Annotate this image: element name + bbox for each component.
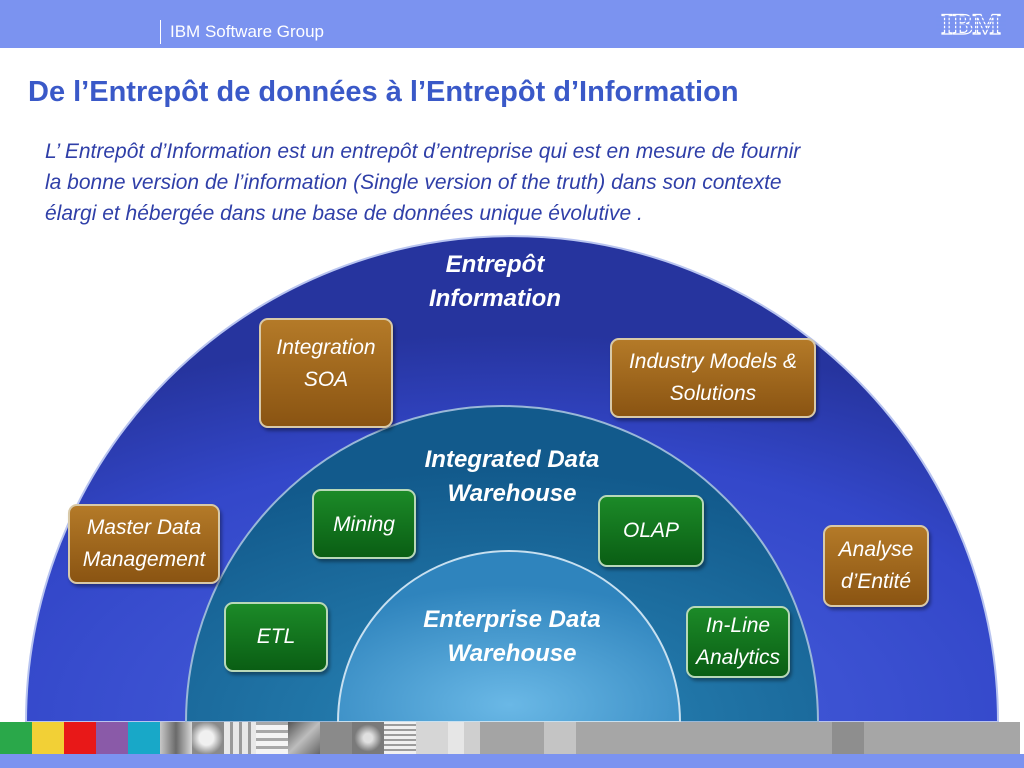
footer-swatch-gray-7 xyxy=(864,722,1020,754)
olap-box[interactable]: OLAP xyxy=(598,495,704,567)
industry-models-line-1: Industry Models & xyxy=(628,350,798,373)
logo-stripes xyxy=(936,16,1006,30)
inner-ring-label: Enterprise Data Warehouse xyxy=(402,603,622,671)
inline-analytics-line-1: In-Line xyxy=(705,614,771,637)
master-data-line-1: Master Data xyxy=(86,516,202,539)
header-bar xyxy=(0,0,1024,48)
outer-ring-label-line-1: Entrepôt xyxy=(445,251,545,278)
ibm-logo: IBM xyxy=(936,8,1006,40)
middle-ring-label-line-1: Integrated Data xyxy=(424,446,600,473)
footer-swatch-purple xyxy=(96,722,128,754)
inline-analytics-line-2: Analytics xyxy=(695,646,781,669)
footer-swatch-yellow xyxy=(32,722,64,754)
footer-swatch-photo-4 xyxy=(256,722,288,754)
footer-swatch-photo-5 xyxy=(288,722,320,754)
outer-ring-label-line-2: Information xyxy=(429,285,561,312)
intro-line-3: élargi et hébergée dans une base de donn… xyxy=(45,202,643,225)
outer-ring-label: Entrepôt Information xyxy=(395,248,595,316)
integration-soa-line-1: Integration xyxy=(276,336,376,359)
industry-models-box[interactable]: Industry Models & Solutions xyxy=(610,338,816,418)
header-separator xyxy=(160,20,161,44)
page-title: De l’Entrepôt de données à l’Entrepôt d’… xyxy=(28,76,739,108)
intro-line-1: L’ Entrepôt d’Information est un entrepô… xyxy=(45,140,801,163)
footer-swatch-red xyxy=(64,722,96,754)
ibm-logo-text: IBM xyxy=(941,8,1001,40)
olap-label: OLAP xyxy=(622,519,680,542)
analyse-entite-box[interactable]: Analyse d’Entité xyxy=(823,525,929,607)
inner-ring-label-line-1: Enterprise Data xyxy=(423,606,601,633)
bottom-bar xyxy=(0,754,1024,768)
master-data-line-2: Management xyxy=(82,548,206,571)
mining-label: Mining xyxy=(333,513,395,536)
middle-ring-label: Integrated Data Warehouse xyxy=(402,443,622,511)
intro-line-2: la bonne version de l’information (Singl… xyxy=(45,171,782,194)
analyse-entite-line-2: d’Entité xyxy=(840,570,912,593)
footer-swatch-gray-4 xyxy=(544,722,576,754)
footer-swatch-photo-3 xyxy=(224,722,256,754)
master-data-box[interactable]: Master Data Management xyxy=(68,504,220,584)
footer-swatch-teal xyxy=(128,722,160,754)
mining-box[interactable]: Mining xyxy=(312,489,416,559)
inline-analytics-box[interactable]: In-Line Analytics xyxy=(686,606,790,678)
footer-swatch-photo-8 xyxy=(384,722,416,754)
integration-soa-box[interactable]: Integration SOA xyxy=(259,318,393,428)
footer-swatch-photo-2 xyxy=(192,722,224,754)
analyse-entite-line-1: Analyse xyxy=(838,538,914,561)
footer-swatch-gray-1 xyxy=(416,722,448,754)
inner-ring xyxy=(336,550,682,723)
footer-swatch-gray-2 xyxy=(448,722,480,754)
etl-box[interactable]: ETL xyxy=(224,602,328,672)
footer-swatch-photo-6 xyxy=(320,722,352,754)
footer-swatch-gray-5 xyxy=(576,722,832,754)
inner-ring-label-line-2: Warehouse xyxy=(447,640,577,667)
footer-swatch-green xyxy=(0,722,32,754)
integration-soa-line-2: SOA xyxy=(303,368,349,391)
footer-swatch-gray-6 xyxy=(832,722,864,754)
middle-ring-label-line-2: Warehouse xyxy=(447,480,577,507)
footer-swatch-photo-1 xyxy=(160,722,192,754)
footer-swatch-gray-3 xyxy=(480,722,544,754)
industry-models-line-2: Solutions xyxy=(669,382,757,405)
etl-label: ETL xyxy=(256,625,296,648)
intro-paragraph: L’ Entrepôt d’Information est un entrepô… xyxy=(45,136,1005,229)
header-group-name: IBM Software Group xyxy=(170,22,325,41)
footer-swatch-photo-7 xyxy=(352,722,384,754)
footer-color-strip xyxy=(0,722,1024,754)
